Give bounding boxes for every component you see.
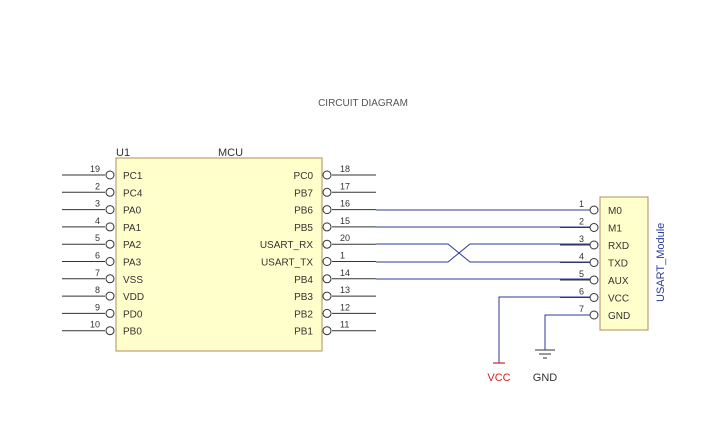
gnd-label: GND xyxy=(533,372,558,384)
mcu-pin-circle xyxy=(105,239,115,249)
mcu-designator: U1 xyxy=(116,147,130,159)
mcu-pin-name: PB0 xyxy=(123,327,142,338)
wire-gnd xyxy=(544,314,590,350)
mcu-pin-name: USART_RX xyxy=(260,240,313,251)
mcu-pin-number: 14 xyxy=(340,268,350,278)
module-pin-number: 3 xyxy=(579,234,584,244)
module-pin-name: VCC xyxy=(608,294,629,305)
mcu-pin-name: PA1 xyxy=(123,223,142,234)
usart-module-body xyxy=(599,196,649,331)
mcu-pin-number: 1 xyxy=(340,251,345,261)
mcu-pin-number: 5 xyxy=(95,233,100,243)
mcu-pin-name: PB6 xyxy=(294,206,313,217)
mcu-pin-number: 6 xyxy=(95,251,100,261)
mcu-pin-circle xyxy=(105,291,115,301)
mcu-pin-circle xyxy=(322,308,332,318)
wire-usart-rx-txd xyxy=(376,243,590,263)
mcu-pin-name: VDD xyxy=(123,292,144,303)
module-pin-circle xyxy=(589,310,599,320)
mcu-body xyxy=(115,157,323,352)
wire-usart-tx-rxd xyxy=(376,243,590,263)
module-pin-circle xyxy=(589,223,599,232)
mcu-pin-name: PA3 xyxy=(123,258,142,269)
mcu-pin-name: PD0 xyxy=(123,309,143,320)
mcu-pin-name: VSS xyxy=(123,275,143,286)
mcu-pin-name: PB2 xyxy=(294,309,313,320)
mcu-pin-name: PC4 xyxy=(123,188,143,199)
mcu-pin-name: PB1 xyxy=(294,327,313,338)
mcu-pin-number: 8 xyxy=(95,285,100,295)
mcu-pin-circle xyxy=(322,187,332,197)
mcu-pin-number: 11 xyxy=(340,320,349,330)
module-pin-name: GND xyxy=(608,311,630,322)
mcu-pin-name: PA0 xyxy=(123,206,142,217)
mcu-pin-circle xyxy=(105,170,115,180)
mcu-pin-circle xyxy=(105,187,115,197)
mcu-pin-name: PA2 xyxy=(123,240,142,251)
module-pin-name: RXD xyxy=(608,241,629,252)
mcu-pin-number: 18 xyxy=(340,164,350,174)
mcu-pin-number: 13 xyxy=(340,285,350,295)
mcu-pin-circle xyxy=(322,222,332,232)
mcu-pin-number: 17 xyxy=(340,181,350,191)
module-pin-name: M1 xyxy=(608,224,622,235)
mcu-pin-number: 7 xyxy=(95,268,100,278)
module-pin-circle xyxy=(589,205,599,215)
mcu-pin-number: 10 xyxy=(90,320,100,330)
wire-vcc xyxy=(498,296,590,363)
mcu-pin-circle xyxy=(105,274,115,284)
mcu-pin-number: 4 xyxy=(95,216,100,226)
module-pin-circle xyxy=(589,275,599,285)
module-pin-name: M0 xyxy=(608,206,622,217)
module-pin-number: 4 xyxy=(579,252,584,262)
mcu-pin-circle xyxy=(105,257,115,266)
module-pin-circle xyxy=(589,240,599,250)
mcu-pin-circle xyxy=(105,205,115,215)
mcu-pin-name: PC0 xyxy=(294,171,314,182)
mcu-pin-number: 3 xyxy=(95,199,100,209)
wires xyxy=(376,209,590,363)
mcu-pin-number: 20 xyxy=(340,233,350,243)
module-pin-name: TXD xyxy=(608,259,628,270)
module-pin-circle xyxy=(589,258,599,267)
module-pin-number: 6 xyxy=(579,287,584,297)
mcu-pin-circle xyxy=(322,170,332,180)
gnd-symbol xyxy=(535,349,555,359)
mcu-pin-name: USART_TX xyxy=(261,258,313,269)
mcu-pin-number: 16 xyxy=(340,199,350,209)
mcu-pin-number: 9 xyxy=(95,302,100,312)
mcu-pin-number: 15 xyxy=(340,216,350,226)
module-pin-number: 2 xyxy=(579,217,584,227)
module-pin-name: AUX xyxy=(608,276,629,287)
mcu-pin-circle xyxy=(322,205,332,215)
mcu-pin-number: 19 xyxy=(90,164,100,174)
usart-module-name: USART_Module xyxy=(655,223,667,302)
mcu-pin-number: 12 xyxy=(340,302,350,312)
vcc-label: VCC xyxy=(487,372,510,384)
mcu-pin-name: PB4 xyxy=(294,275,313,286)
mcu-pin-name: PC1 xyxy=(123,171,143,182)
mcu-pin-circle xyxy=(105,326,115,336)
mcu-pin-name: PB5 xyxy=(294,223,313,234)
mcu-pin-circle xyxy=(105,308,115,318)
module-pin-circle xyxy=(589,293,599,302)
mcu-pin-name: PB7 xyxy=(294,188,313,199)
module-pin-number: 5 xyxy=(579,269,584,279)
diagram-title: CIRCUIT DIAGRAM xyxy=(318,98,408,109)
mcu-pin-circle xyxy=(322,274,332,284)
mcu-pin-number: 2 xyxy=(95,181,100,191)
mcu-pin-name: PB3 xyxy=(294,292,313,303)
mcu-pin-circle xyxy=(105,222,115,232)
mcu-pin-circle xyxy=(322,291,332,301)
mcu-pin-circle xyxy=(322,326,332,336)
module-pin-number: 7 xyxy=(579,304,584,314)
mcu-pin-circle xyxy=(322,239,332,249)
mcu-pin-circle xyxy=(322,257,332,266)
mcu-name: MCU xyxy=(218,147,243,159)
module-pin-number: 1 xyxy=(579,199,584,209)
